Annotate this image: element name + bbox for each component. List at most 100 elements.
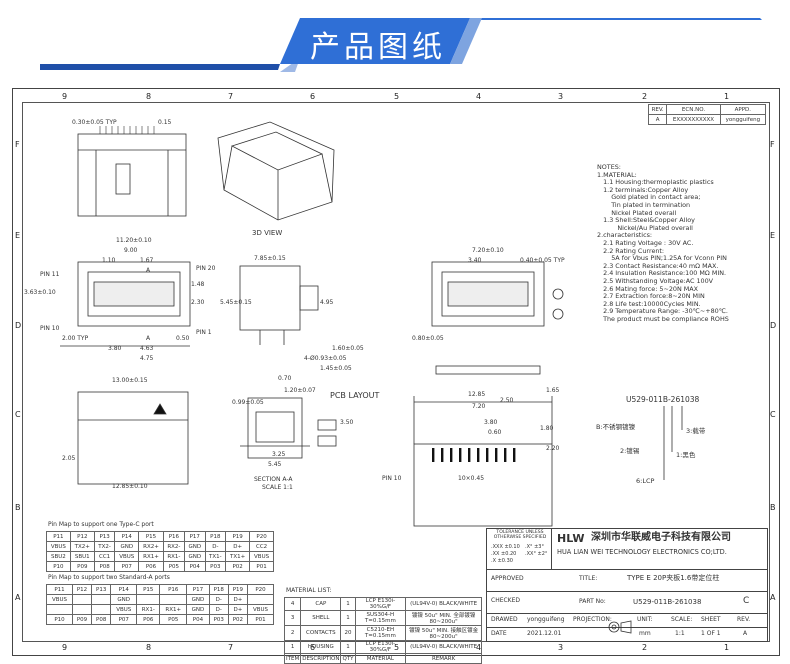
section-a-marker: A: [146, 267, 151, 274]
pin10-pcb-label: PIN 10: [382, 475, 402, 482]
scale-value: 1:1: [675, 630, 685, 637]
material-cell: REMARK: [405, 653, 482, 664]
pin-cell: GND: [183, 551, 206, 562]
tolerance-x: .X ±0.30: [491, 558, 513, 564]
dim-720: 7.20±0.10: [472, 247, 504, 254]
pin-cell: P09: [69, 561, 95, 572]
pin-cell: [246, 594, 275, 605]
pinmap1-caption: Pin Map to support one Type-C port: [48, 521, 154, 528]
dim-220: 2.20: [546, 445, 560, 452]
zone-col-2: 2: [642, 92, 648, 101]
dim-1285b: 12.85: [468, 391, 486, 398]
material-cell: 2: [283, 625, 302, 641]
pin-cell: D-: [204, 541, 227, 552]
pin-cell: RX1+: [138, 551, 164, 562]
pin10-label: PIN 10: [40, 325, 60, 332]
pin-cell: TX2+: [69, 541, 95, 552]
zone-col-8-bottom: 8: [146, 643, 152, 652]
pin-cell: VBUS: [46, 541, 71, 552]
part-code-2: 2:镀锡: [620, 447, 640, 455]
front-view-right: [431, 261, 545, 327]
pin-cell: P05: [159, 614, 188, 625]
pin-cell: TX1+: [225, 551, 251, 562]
dim-040: 0.40±0.05 TYP: [520, 257, 565, 264]
pin-cell: P14: [110, 584, 138, 595]
dim-363: 3.63±0.10: [24, 289, 56, 296]
material-cell: LCP E130i-30%G/F: [354, 640, 407, 654]
zone-col-8: 8: [146, 92, 152, 101]
pin-cell: D+: [225, 541, 251, 552]
pin-cell: [46, 604, 73, 615]
pin-cell: P19: [225, 531, 251, 542]
pin-cell: P10: [46, 561, 71, 572]
company-logo: HLW: [557, 532, 585, 545]
pin-cell: D-: [208, 594, 229, 605]
front-view: [77, 261, 191, 327]
dim-380: 3.80: [108, 345, 122, 352]
dim-545s: 5.45±0.15: [220, 299, 252, 306]
section-label: SECTION A-A: [254, 476, 293, 483]
pin-cell: [71, 604, 93, 615]
zone-row-c: C: [15, 410, 21, 419]
material-cell: C5210-EH T=0.15mm: [354, 625, 407, 641]
pin-cell: [136, 594, 161, 605]
dim-380b: 3.80: [484, 419, 498, 426]
zone-row-a-right: A: [770, 593, 776, 602]
title-label: TITLE:: [579, 575, 598, 582]
pin-cell: TX2-: [93, 541, 116, 552]
pin-cell: SBU1: [69, 551, 95, 562]
material-cell: CONTACTS: [300, 625, 342, 641]
scale-label-tb: SCALE:: [671, 616, 693, 623]
material-cell: 1: [340, 597, 356, 611]
zone-row-f: F: [15, 140, 20, 149]
part-code-3: 3:载带: [686, 427, 706, 435]
zone-col-7-bottom: 7: [228, 643, 234, 652]
date-label: DATE: [491, 630, 507, 637]
checked-label: CHECKED: [491, 597, 521, 604]
company-name-en: HUA LIAN WEI TECHNOLOGY ELECTRONICS CO;L…: [557, 548, 727, 556]
side-view-top: [77, 133, 187, 217]
sheet-value: 1 OF 1: [701, 630, 721, 637]
pcb-layout: [413, 443, 553, 527]
pin-cell: P16: [159, 584, 188, 595]
dim-250: 2.50: [500, 397, 514, 404]
notes: NOTES: 1.MATERIAL: 1.1 Housing:thermopla…: [597, 163, 729, 323]
part-code-6: 6:LCP: [636, 477, 655, 485]
tolerance-angle1: .X° ±3°: [525, 544, 544, 550]
pin11-label: PIN 11: [40, 271, 60, 278]
pin-cell: [91, 604, 112, 615]
pin-cell: P04: [183, 561, 206, 572]
dim-350: 3.50: [340, 419, 354, 426]
zone-col-9-bottom: 9: [62, 643, 68, 652]
dim-120: 1.20±0.07: [284, 387, 316, 394]
pin-cell: D+: [227, 594, 248, 605]
part-no-label: PART No:: [579, 598, 606, 605]
zone-col-2-bottom: 2: [642, 643, 648, 652]
pin-cell: RX1+: [159, 604, 188, 615]
dim-325: 3.25: [272, 451, 286, 458]
dim-1120: 11.20±0.10: [116, 237, 152, 244]
material-cell: HOUSING: [300, 640, 342, 654]
material-cell: MATERIAL: [354, 653, 407, 664]
material-cell: 1: [283, 640, 302, 654]
dim-167: 1.67: [140, 257, 154, 264]
pin-cell: VBUS: [110, 604, 138, 615]
pin-cell: [159, 594, 188, 605]
pin-cell: GND: [186, 604, 210, 615]
pin-cell: SBU2: [46, 551, 71, 562]
pin-cell: P19: [227, 584, 248, 595]
rev-value-tb: A: [743, 630, 748, 637]
pin-cell: P13: [93, 531, 116, 542]
zone-row-a: A: [15, 593, 21, 602]
ecn-value: EXXXXXXXXXX: [666, 114, 721, 125]
zone-row-e-right: E: [770, 231, 776, 240]
pin-cell: P13: [91, 584, 112, 595]
pin-cell: GND: [186, 594, 210, 605]
zone-row-d-right: D: [770, 321, 777, 330]
